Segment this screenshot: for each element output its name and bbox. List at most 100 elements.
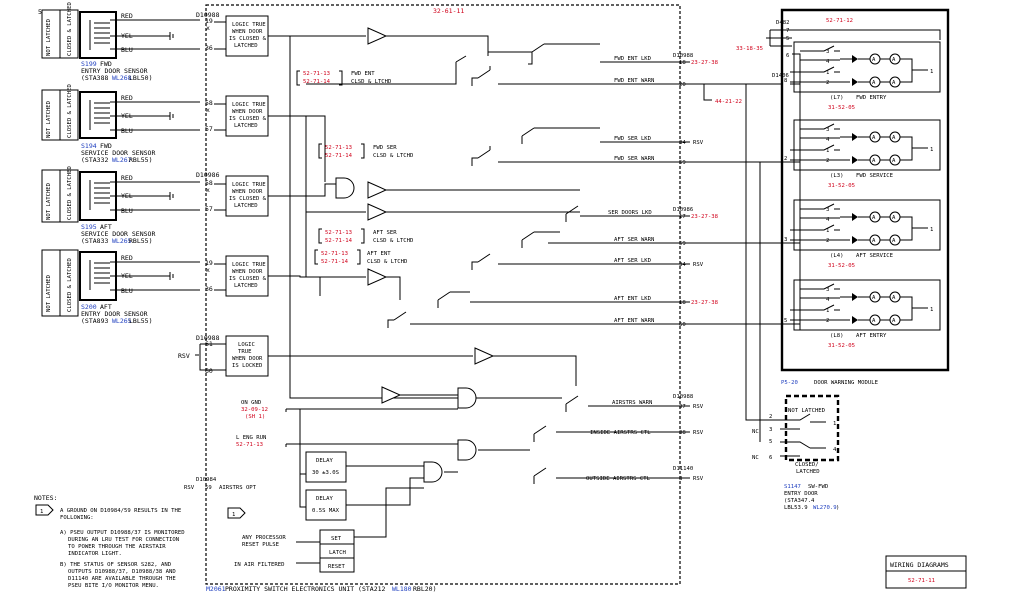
svg-text:57: 57 xyxy=(205,125,213,133)
svg-text:52-71-14: 52-71-14 xyxy=(303,79,331,85)
input-section: ON GND 32-09-12 (SH 1) L ENG RUN 52-71-1… xyxy=(184,397,562,573)
module-entry-pin: 2 xyxy=(784,156,787,162)
svg-text:): ) xyxy=(836,505,839,511)
svg-text:58: 58 xyxy=(205,179,213,187)
lamp-pin: 3 xyxy=(826,287,829,293)
svg-text:P5-20: P5-20 xyxy=(781,380,798,386)
svg-text:LATCHED: LATCHED xyxy=(234,283,258,289)
lamp-label: A xyxy=(892,215,896,221)
sensor-fwd-service: NOT LATCHED CLOSED & LATCHED RED YEL BLU… xyxy=(41,83,213,164)
lamp-pin: 4 xyxy=(826,217,830,223)
lamp-pin: 3 xyxy=(826,127,829,133)
ref-fwd-ser: 52-71-13 52-71-14 FWD SER CLSD & LTCHD xyxy=(318,143,414,159)
svg-text:LOGIC TRUE: LOGIC TRUE xyxy=(232,102,266,108)
svg-text:FOLLOWING:: FOLLOWING: xyxy=(60,515,94,521)
svg-text:YEL: YEL xyxy=(121,112,133,120)
svg-text:6: 6 xyxy=(786,53,789,59)
lamp-label: A xyxy=(872,57,876,63)
svg-text:(STA388: (STA388 xyxy=(81,74,108,82)
svg-text:37: 37 xyxy=(679,404,686,410)
svg-text:4: 4 xyxy=(833,447,837,453)
section-name: FWD ENTRY xyxy=(856,95,887,101)
lamp-pin: 3 xyxy=(826,207,829,213)
output-labels: FWD ENT LKD D10988 18 23-27-38 FWD ENT W… xyxy=(586,53,742,482)
svg-text:IS CLOSED &: IS CLOSED & xyxy=(229,276,267,282)
svg-text:RED: RED xyxy=(121,94,133,102)
svg-text:CLOSED & LATCHED: CLOSED & LATCHED xyxy=(67,257,73,312)
svg-text:AIRSTRS OPT: AIRSTRS OPT xyxy=(219,485,257,491)
svg-text:2: 2 xyxy=(769,414,772,420)
module-entry-pin: 3 xyxy=(784,237,787,243)
svg-text:RBL55): RBL55) xyxy=(129,237,152,245)
module-entry-pin: 5 xyxy=(784,318,787,324)
svg-text:D10988: D10988 xyxy=(196,11,220,19)
svg-text:RED: RED xyxy=(121,174,133,182)
svg-text:D11140: D11140 xyxy=(673,466,693,472)
svg-text:S194: S194 xyxy=(81,142,97,150)
svg-text:ENTRY DOOR: ENTRY DOOR xyxy=(784,491,818,497)
lamp-pin: 1 xyxy=(826,70,829,76)
sensor-aft-entry: NOT LATCHED CLOSED & LATCHED RED YEL BLU… xyxy=(41,249,213,325)
svg-text:D482: D482 xyxy=(776,20,789,26)
pseu-id: M2061 xyxy=(206,585,226,593)
svg-text:60: 60 xyxy=(205,367,213,375)
lamp-label: A xyxy=(872,135,876,141)
svg-text:18: 18 xyxy=(679,60,686,66)
section-name: AFT SERVICE xyxy=(856,253,894,259)
svg-text:x: x xyxy=(206,24,210,32)
svg-text:(STA332: (STA332 xyxy=(81,156,108,164)
svg-text:23-27-38: 23-27-38 xyxy=(691,214,719,220)
lamp-pin: 1 xyxy=(826,148,829,154)
svg-text:TO POWER THROUGH THE AIRSTAIR: TO POWER THROUGH THE AIRSTAIR xyxy=(68,544,166,550)
svg-text:6: 6 xyxy=(769,455,772,461)
svg-text:WL265: WL265 xyxy=(112,237,132,245)
svg-text:FWD: FWD xyxy=(100,142,112,150)
lamp-label: A xyxy=(892,135,896,141)
svg-text:AFT ENT: AFT ENT xyxy=(367,251,391,257)
svg-text:A GROUND ON D10984/59 RESULTS: A GROUND ON D10984/59 RESULTS IN THE xyxy=(60,508,182,514)
svg-text:LOGIC TRUE: LOGIC TRUE xyxy=(232,262,266,268)
svg-text:WL267: WL267 xyxy=(112,156,132,164)
svg-text:AFT: AFT xyxy=(100,223,112,231)
logic-box-4: LOGIC TRUE WHEN DOOR IS CLOSED & LATCHED xyxy=(214,255,269,297)
svg-text:S1147: S1147 xyxy=(784,484,801,490)
lamp-pin: 1 xyxy=(826,228,829,234)
svg-text:LBL53.9: LBL53.9 xyxy=(784,505,808,511)
svg-text:IN AIR FILTERED: IN AIR FILTERED xyxy=(234,562,285,568)
svg-text:(STA347.4: (STA347.4 xyxy=(784,498,815,504)
svg-text:CLSD & LTCHD: CLSD & LTCHD xyxy=(373,238,414,244)
svg-text:RESET: RESET xyxy=(328,564,345,570)
svg-text:34: 34 xyxy=(679,140,686,146)
lamp-pin: 1 xyxy=(930,147,933,153)
svg-text:CLSD & LTCHD: CLSD & LTCHD xyxy=(373,153,414,159)
svg-text:D10986: D10986 xyxy=(196,171,220,179)
svg-text:CLOSED/: CLOSED/ xyxy=(795,462,819,468)
section-ref: 31-52-05 xyxy=(828,263,855,269)
svg-text:LATCHED: LATCHED xyxy=(234,43,258,49)
svg-text:AIRSTRS WARN: AIRSTRS WARN xyxy=(612,400,652,406)
svg-text:52-71-14: 52-71-14 xyxy=(321,259,349,265)
section-ref: 31-52-05 xyxy=(828,105,855,111)
svg-text:FWD SER: FWD SER xyxy=(373,145,397,151)
lamp-label: A xyxy=(872,238,876,244)
svg-text:AFT ENT LKD: AFT ENT LKD xyxy=(614,296,652,302)
svg-text:52-71-11: 52-71-11 xyxy=(908,578,935,584)
svg-text:IS CLOSED &: IS CLOSED & xyxy=(229,36,267,42)
logic-box-locked: LOGIC TRUE WHEN DOOR IS LOCKED D10988 61… xyxy=(178,334,269,377)
svg-text:17: 17 xyxy=(679,214,686,220)
svg-text:19: 19 xyxy=(205,259,213,267)
svg-text:RSV: RSV xyxy=(693,262,704,268)
svg-text:34: 34 xyxy=(679,262,686,268)
svg-text:LATCHED: LATCHED xyxy=(234,123,258,129)
svg-text:52-71-13: 52-71-13 xyxy=(303,71,330,77)
svg-text:59: 59 xyxy=(679,241,686,247)
svg-text:D11140 ARE AVAILABLE THROUGH T: D11140 ARE AVAILABLE THROUGH THE xyxy=(68,576,176,582)
svg-text:WHEN DOOR: WHEN DOOR xyxy=(232,269,263,275)
svg-text:SERVICE DOOR SENSOR: SERVICE DOOR SENSOR xyxy=(81,149,155,157)
ref-aft-ent: 52-71-13 52-71-14 AFT ENT CLSD & LTCHD xyxy=(314,249,408,265)
svg-text:WHEN DOOR: WHEN DOOR xyxy=(232,29,263,35)
lamp-label: A xyxy=(872,295,876,301)
svg-text:FWD SER LKD: FWD SER LKD xyxy=(614,136,652,142)
svg-text:52-71-14: 52-71-14 xyxy=(325,153,353,159)
